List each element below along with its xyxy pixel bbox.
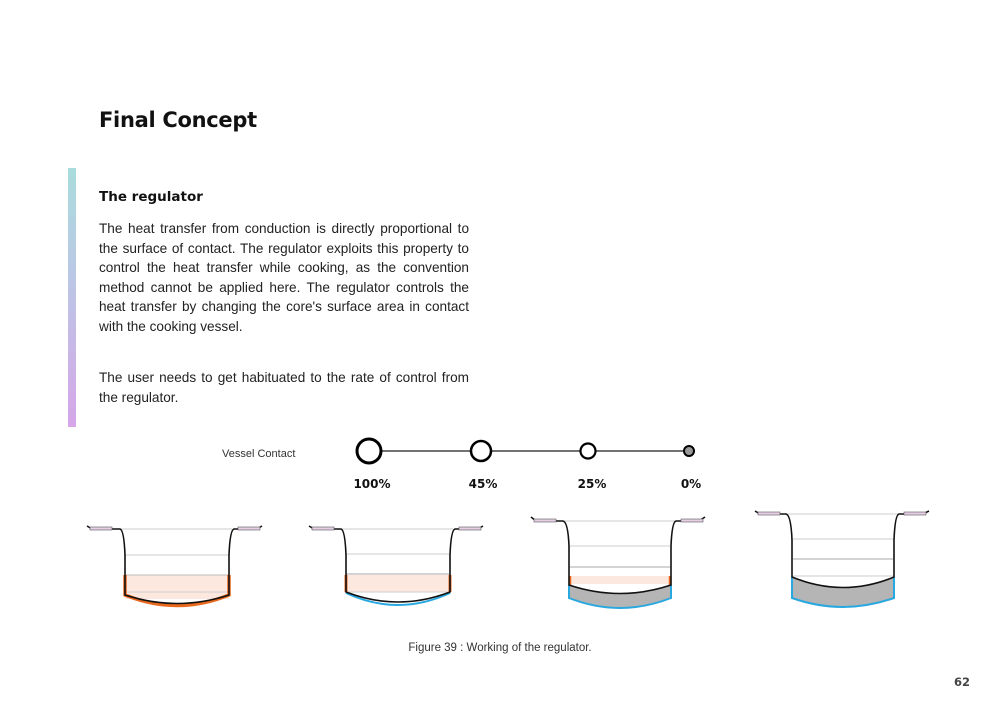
step-label-100: 100% — [353, 477, 391, 491]
step-label-0: 0% — [680, 477, 702, 491]
vessel-contact-label: Vessel Contact — [222, 448, 296, 460]
vessel-25 — [530, 516, 706, 609]
paragraph: The user needs to get habituated to the … — [99, 370, 469, 405]
section-subtitle: The regulator — [99, 189, 203, 205]
accent-bar — [68, 168, 76, 427]
page-number: 62 — [953, 675, 970, 689]
step-marker-25 — [579, 442, 597, 460]
vessel-0 — [754, 510, 930, 608]
step-marker-0 — [683, 445, 695, 457]
figure-caption: Figure 39 : Working of the regulator. — [408, 642, 592, 654]
vessel-100 — [86, 525, 263, 608]
step-label-45: 45% — [468, 477, 498, 491]
page-title: Final Concept — [99, 108, 257, 132]
paragraph: The heat transfer from conduction is dir… — [99, 221, 469, 334]
step-marker-100 — [355, 437, 383, 465]
step-label-25: 25% — [577, 477, 607, 491]
step-marker-45 — [469, 439, 493, 463]
vessel-45 — [308, 525, 484, 606]
